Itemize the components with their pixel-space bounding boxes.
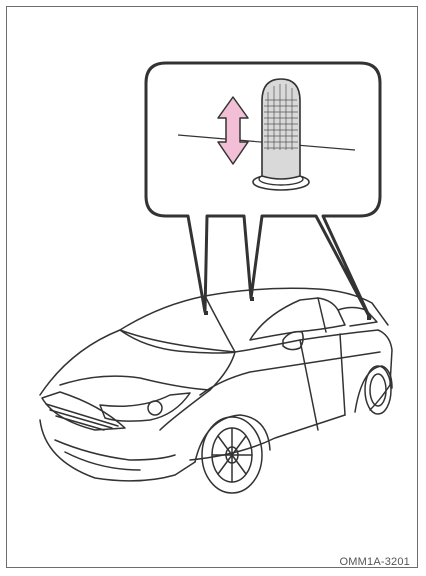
figure-code: OMM1A-3201 [340,556,410,568]
car-illustration [40,288,392,493]
